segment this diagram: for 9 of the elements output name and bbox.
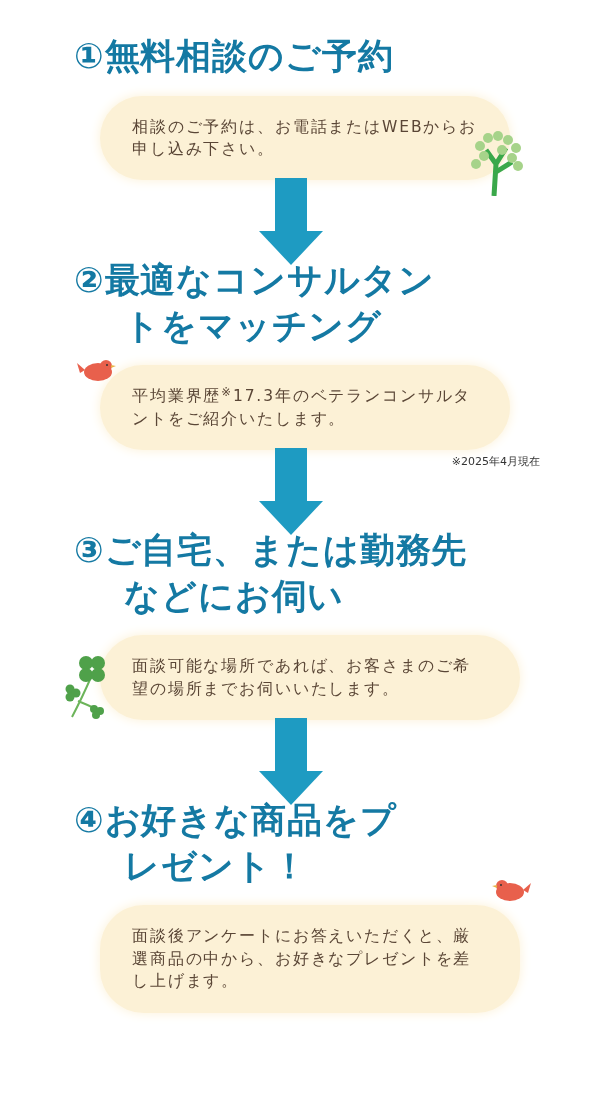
step-description: 面談後アンケートにお答えいただくと、厳選商品の中から、お好きなプレゼントを差し上げます。 xyxy=(132,926,473,993)
step-description: 面談可能な場所であれば、お客さまのご希望の場所までお伺いいたします。 xyxy=(132,656,473,700)
step-heading: ②最適なコンサルタントをマッチング xyxy=(74,259,436,348)
step-heading: ①無料相談のご予約 xyxy=(74,35,395,78)
step-description: 平均業界歴$^{※}$17.3年のベテランコンサルタントをご紹介いたします。 xyxy=(132,385,473,430)
footnote: ※2025年4月現在 xyxy=(451,454,540,471)
step-heading: ④お好きな商品をプレゼント！ xyxy=(74,799,398,888)
step-description: 相談のご予約は、お電話またはWEBからお申し込み下さい。 xyxy=(132,116,478,160)
step-heading: ③ご自宅、または勤務先などにお伺い xyxy=(74,529,469,618)
